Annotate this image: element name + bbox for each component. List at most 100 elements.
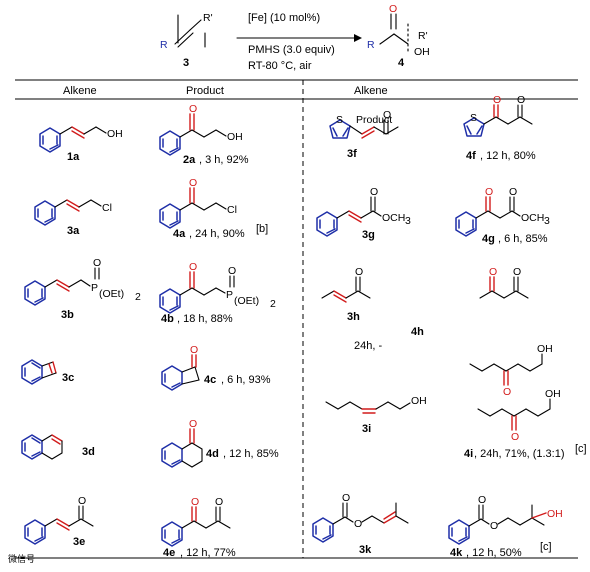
alkene-3k-structure: O O [312, 492, 409, 543]
alkene-3g-structure: O OCH 3 [316, 186, 411, 237]
product-4e-structure: O O [161, 496, 231, 547]
reaction-scheme: R R' 3 [Fe] (10 mol%) PMHS (3.0 equiv) R… [160, 3, 430, 72]
condition-catalyst: [Fe] (10 mol%) [248, 12, 320, 24]
result-4k: , 12 h, 50% [466, 547, 522, 559]
alkene-3g-och: OCH [382, 212, 405, 224]
note-4a: [b] [256, 223, 268, 235]
product-label: 4 [398, 57, 405, 69]
right-header-product: Product [356, 114, 392, 126]
watermark-text: 微信号 [8, 553, 35, 564]
alkene-3f-sulfur: S [336, 114, 343, 126]
product-4b-p-oxygen: O [228, 265, 236, 277]
alkene-3b-p: P [91, 282, 98, 294]
result-4a: , 24 h, 90% [189, 228, 245, 240]
alkene-3e-oxygen: O [78, 495, 86, 507]
label-3b: 3b [61, 309, 74, 321]
label-4e: 4e [163, 547, 175, 559]
product-2a-structure: O OH [159, 103, 243, 156]
product-oh: OH [414, 46, 430, 58]
product-4f-oxygen: O [493, 94, 501, 106]
result-4h: 24h, - [354, 340, 382, 352]
product-4k-ester-oxygen: O [490, 520, 498, 532]
result-4e: , 12 h, 77% [180, 547, 236, 559]
product-4a-oxygen: O [189, 177, 197, 189]
product-4d-structure: O [161, 418, 203, 468]
label-3f: 3f [347, 148, 357, 160]
result-2a: , 3 h, 92% [199, 154, 249, 166]
product-4g-oxygen: O [485, 186, 493, 198]
table-row: S O Product 3f S O O [329, 94, 536, 162]
label-4b: 4b [161, 313, 174, 325]
alkene-3b-oet: (OEt) [99, 288, 124, 300]
product-4f-ketone-oxygen: O [517, 94, 525, 106]
product-4g-ester-oxygen: O [509, 186, 517, 198]
product-r-group: R [367, 39, 375, 51]
label-4d: 4d [206, 448, 219, 460]
result-4f: , 12 h, 80% [480, 150, 536, 162]
product-4k-structure: O O OH [448, 494, 563, 545]
product-4a-cl: Cl [227, 204, 237, 216]
product-4d-oxygen: O [189, 418, 197, 430]
table-row: O OCH 3 3g O O OCH 3 4g , 6 h, 85% [316, 186, 550, 245]
product-4i-minor-structure: OH O [477, 388, 561, 443]
reaction-arrow [236, 34, 362, 42]
label-4f: 4f [466, 150, 476, 162]
alkene-3f-oxygen: O [383, 109, 391, 121]
label-3c: 3c [62, 372, 74, 384]
table-row: O P (OEt) 2 3b O O P (OEt) 2 4b , 18 h, [24, 257, 276, 325]
label-1a: 1a [67, 151, 80, 163]
alkene-3e-structure: O [24, 495, 94, 545]
product-4b-structure: O O P (OEt) 2 [159, 261, 276, 314]
product-4i-minor-oh: OH [545, 388, 561, 400]
table-row: OH 3i OH O OH O [325, 343, 587, 460]
result-4i: , 24h, 71%, (1.3:1) [474, 448, 565, 460]
alkene-3a-structure: Cl [34, 199, 112, 226]
alkene-3a-cl: Cl [102, 202, 112, 214]
product-4g-structure: O O OCH 3 [455, 186, 550, 237]
condition-silane: PMHS (3.0 equiv) [248, 44, 335, 56]
label-3i: 3i [362, 423, 371, 435]
label-3h: 3h [347, 311, 360, 323]
note-4i: [c] [575, 443, 587, 455]
label-4g: 4g [482, 233, 495, 245]
r-group: R [160, 39, 168, 51]
product-4i-minor-oxygen: O [511, 431, 519, 443]
label-4c: 4c [204, 374, 216, 386]
product-4h-ketone-oxygen: O [513, 266, 521, 278]
label-3a: 3a [67, 225, 80, 237]
table-row: OH 1a O OH 2a , 3 h, 92% [39, 103, 249, 166]
label-4h: 4h [411, 326, 424, 338]
table-row: O 3h O O 4h 24h, - [321, 266, 529, 352]
alkene-3b-oxygen: O [93, 257, 101, 269]
alkene-3g-sub: 3 [405, 215, 411, 227]
alkene-3i-structure: OH [325, 395, 427, 414]
r-prime: R' [203, 12, 213, 24]
condition-temperature: RT-80 °C, air [248, 60, 312, 72]
note-4k: [c] [540, 541, 552, 553]
alkene-3b-sub: 2 [135, 291, 141, 303]
label-2a: 2a [183, 154, 196, 166]
table-row: O 3e O O 4e , 12 h, 77% [24, 495, 236, 559]
product-4i-major-structure: OH O [469, 343, 553, 398]
alkene-3h-structure: O [321, 266, 371, 303]
result-4b: , 18 h, 88% [177, 313, 233, 325]
product-4h-oxygen: O [489, 266, 497, 278]
product-4a-structure: O Cl [159, 177, 237, 229]
product-4f-sulfur: S [470, 112, 477, 124]
product-4b-oxygen: O [189, 261, 197, 273]
header-alkene-right: Alkene [354, 85, 388, 97]
product-4e-oxygen: O [191, 496, 199, 508]
substrate-label: 3 [183, 57, 189, 69]
product-4k-oh: OH [547, 508, 563, 520]
label-3g: 3g [362, 229, 375, 241]
alkene-3d-structure [21, 434, 63, 460]
product-4c-structure: O [161, 344, 200, 391]
product-2a-oxygen: O [189, 103, 197, 115]
product-4i-major-oxygen: O [503, 386, 511, 398]
label-4i: 4i [464, 448, 473, 460]
alkene-3b-structure: O P (OEt) 2 [24, 257, 141, 306]
header-product-left: Product [186, 85, 224, 97]
alkene-3k-carbonyl-oxygen: O [342, 492, 350, 504]
